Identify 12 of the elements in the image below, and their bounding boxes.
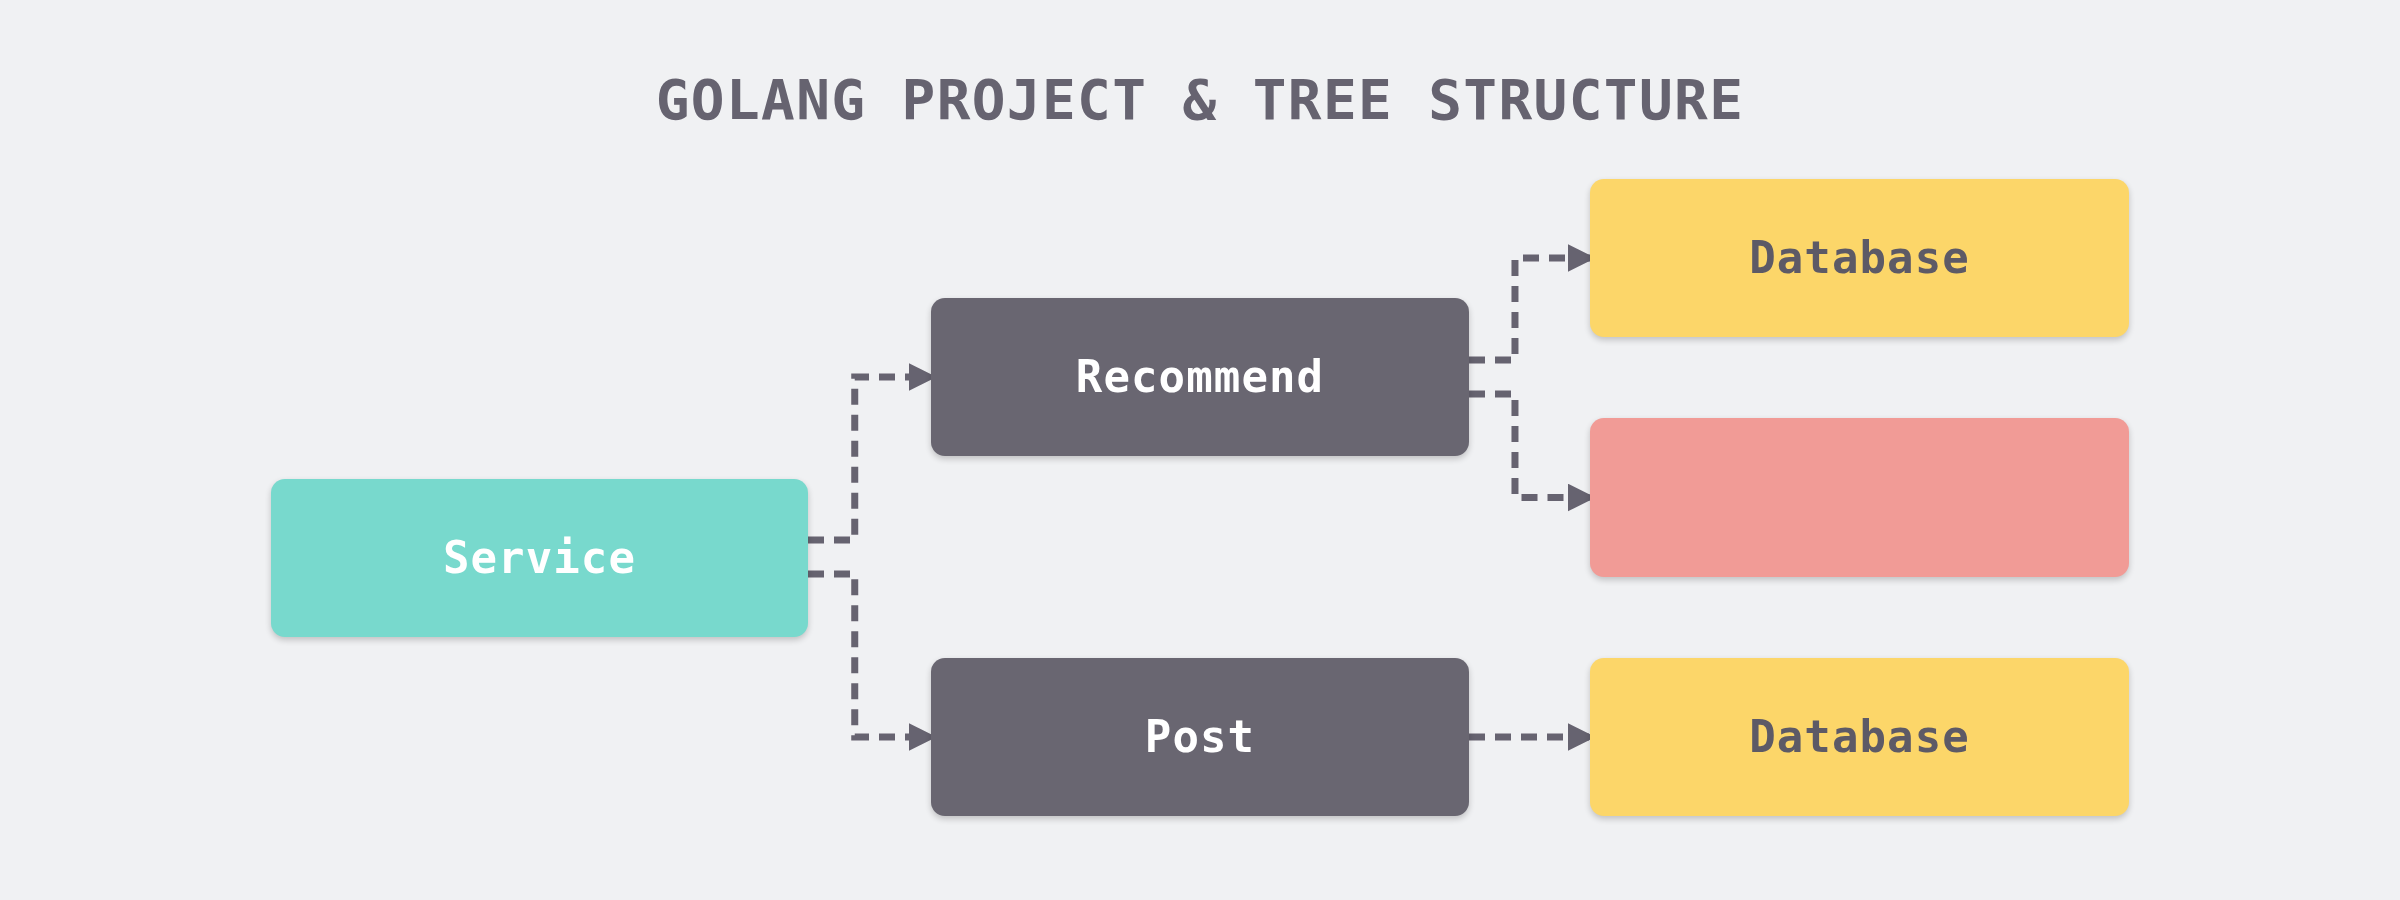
box-label: Database: [1749, 231, 1970, 285]
process-box: [931, 658, 1469, 816]
box-label: Post: [1144, 710, 1256, 764]
process-box: [1590, 418, 2129, 577]
box-label: Recommend: [1075, 350, 1325, 404]
box-label: Database: [1749, 710, 1970, 764]
process-box: [1590, 658, 2129, 816]
process-box: [931, 298, 1469, 456]
box-label: Service: [442, 531, 637, 585]
process-box: [271, 479, 808, 637]
diagram-title: GOLANG PROJECT & TREE STRUCTURE: [655, 66, 1745, 134]
process-box: [1590, 179, 2129, 337]
